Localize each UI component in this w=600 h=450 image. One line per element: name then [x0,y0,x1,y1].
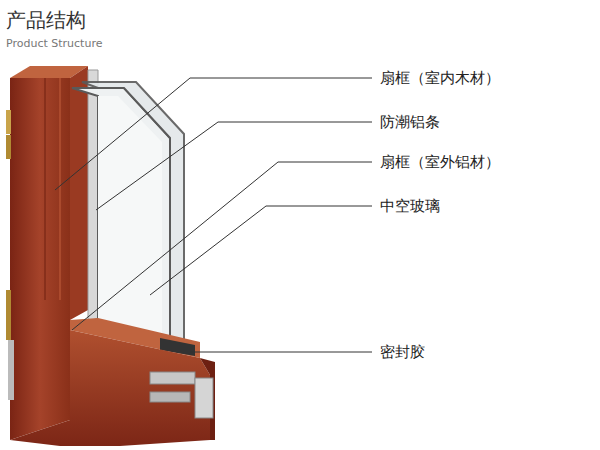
subtitle: Product Structure [6,37,102,50]
part-label: 密封胶 [380,343,425,362]
aluminium-profile [195,378,213,418]
stile-inner-face [70,66,88,320]
wood-rail [10,330,210,446]
diagram-title: 产品结构 [6,7,86,34]
glass-pane [72,88,170,342]
leader-line [96,122,372,210]
aluminium-strip [88,70,98,322]
glass-highlight [98,96,162,335]
wood-stile [10,78,70,440]
leader-line [150,206,372,295]
part-label: 扇框（室外铝材） [380,153,500,172]
wood-grain [60,78,61,300]
leader-line [190,352,372,353]
part-label: 中空玻璃 [380,197,440,216]
hinge [6,135,11,159]
glass-pane [82,82,184,346]
wood-grain [45,78,46,300]
hinge [6,110,11,134]
part-label: 防潮铝条 [380,113,440,132]
aluminium-profile [150,392,190,402]
part-label: 扇框（室内木材） [380,69,500,88]
leader-line [55,78,372,190]
aluminium-profile [150,372,195,384]
aluminium-edge [8,340,14,400]
hinge [6,290,11,340]
leader-line [72,162,372,330]
